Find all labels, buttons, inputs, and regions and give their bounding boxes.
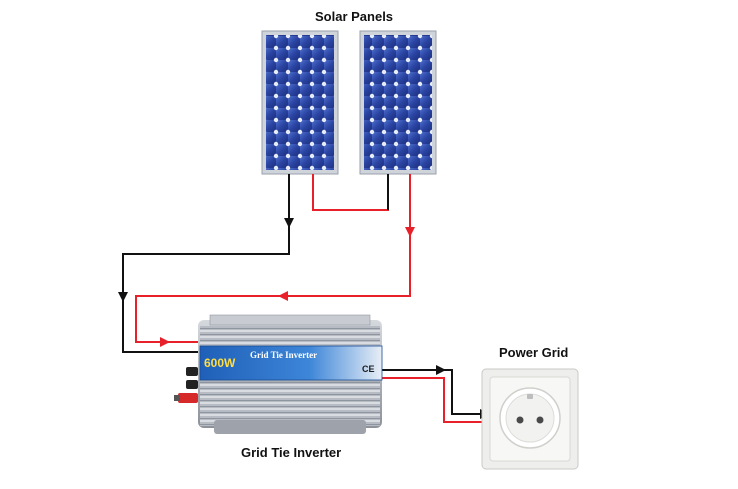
inverter-plate-title: Grid Tie Inverter (250, 350, 317, 360)
series-wire (312, 174, 389, 211)
solar-panel-left (261, 30, 339, 175)
solar-panels-label: Solar Panels (315, 9, 394, 24)
inverter-label: Grid Tie Inverter (241, 445, 342, 460)
solar-panel-right (359, 30, 437, 175)
grid-tie-inverter (174, 314, 383, 434)
ac-wire-red (382, 377, 488, 423)
ce-mark: CE (362, 364, 375, 374)
negative-wire-path (122, 226, 290, 353)
inverter-power-label: 600W (204, 356, 236, 370)
ac-wire-black (382, 369, 490, 419)
power-grid-label: Power Grid (499, 345, 569, 360)
power-grid-socket (481, 368, 579, 470)
